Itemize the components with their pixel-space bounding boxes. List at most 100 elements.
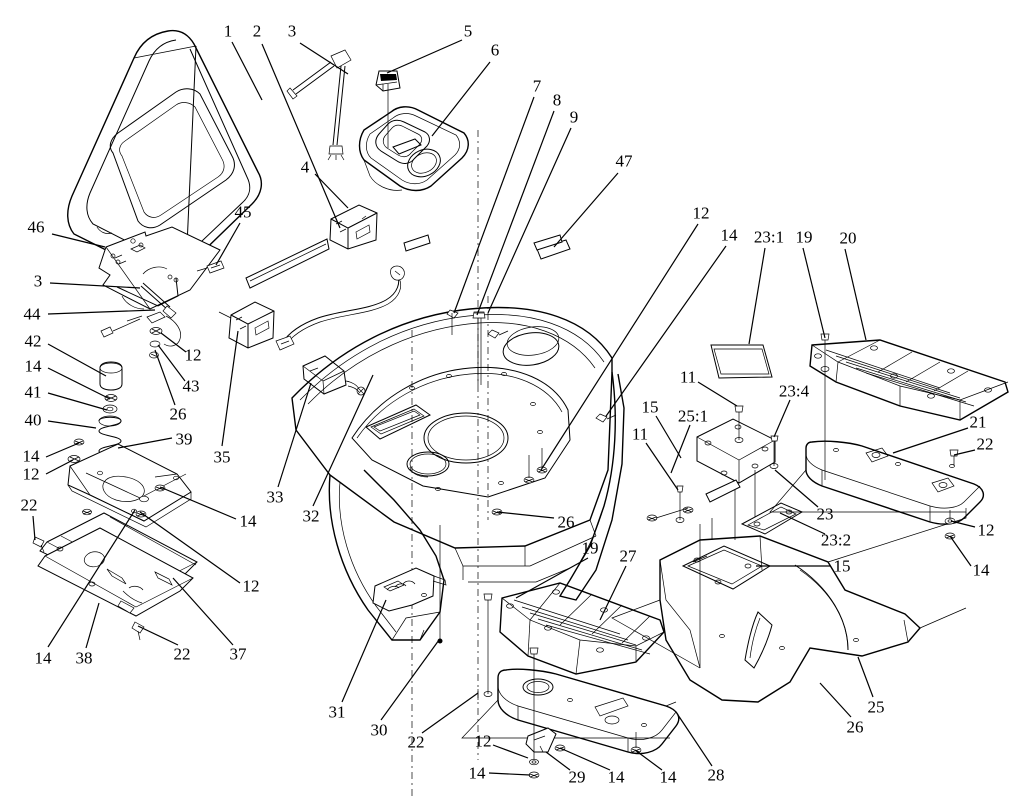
callout-7[interactable]: 7 xyxy=(532,76,542,96)
callout-23-1[interactable]: 23:1 xyxy=(753,227,785,247)
leader-line-5 xyxy=(386,39,463,74)
callout-28[interactable]: 28 xyxy=(707,765,725,785)
callout-12[interactable]: 12 xyxy=(184,345,202,365)
callout-12[interactable]: 12 xyxy=(977,520,995,540)
callout-20[interactable]: 20 xyxy=(839,228,857,248)
callout-14[interactable]: 14 xyxy=(607,767,625,787)
callout-22[interactable]: 22 xyxy=(20,495,38,515)
callout-14[interactable]: 14 xyxy=(468,763,486,783)
callout-23[interactable]: 23 xyxy=(816,504,834,524)
callout-32[interactable]: 32 xyxy=(302,506,320,526)
callout-25-1[interactable]: 25:1 xyxy=(677,406,709,426)
callout-33[interactable]: 33 xyxy=(266,487,284,507)
leader-line-12 xyxy=(45,459,74,475)
callout-42[interactable]: 42 xyxy=(24,331,42,351)
callout-8[interactable]: 8 xyxy=(552,90,562,110)
leader-line-12 xyxy=(950,520,976,528)
part-decal-12strip xyxy=(533,234,563,251)
callout-12[interactable]: 12 xyxy=(692,203,710,223)
callout-46[interactable]: 46 xyxy=(27,217,45,237)
callout-31[interactable]: 31 xyxy=(328,702,346,722)
callout-6[interactable]: 6 xyxy=(490,40,500,60)
callout-23-2[interactable]: 23:2 xyxy=(820,530,852,550)
callout-11[interactable]: 11 xyxy=(631,424,649,444)
leader-line-35 xyxy=(221,330,239,447)
callout-40[interactable]: 40 xyxy=(24,410,42,430)
callout-14[interactable]: 14 xyxy=(239,511,257,531)
callout-22[interactable]: 22 xyxy=(173,644,191,664)
part-shroud-decal-25-1 xyxy=(699,479,741,540)
leader-line-47 xyxy=(553,172,619,248)
callout-23-4[interactable]: 23:4 xyxy=(778,381,810,401)
callout-22[interactable]: 22 xyxy=(407,732,425,752)
leader-line-45 xyxy=(215,222,241,266)
callout-25[interactable]: 25 xyxy=(867,697,885,717)
callout-14[interactable]: 14 xyxy=(720,225,738,245)
callout-37[interactable]: 37 xyxy=(229,644,247,664)
part-wire-harness-32 xyxy=(275,265,405,351)
callout-4[interactable]: 4 xyxy=(300,157,310,177)
leader-line-22 xyxy=(953,449,976,456)
callout-47[interactable]: 47 xyxy=(615,151,633,171)
leader-line-37 xyxy=(172,577,234,646)
callout-26[interactable]: 26 xyxy=(169,404,187,424)
callout-14[interactable]: 14 xyxy=(659,767,677,787)
callout-9[interactable]: 9 xyxy=(569,107,579,127)
leader-line-9 xyxy=(487,127,572,314)
callout-15[interactable]: 15 xyxy=(641,397,659,417)
callout-14[interactable]: 14 xyxy=(972,560,990,580)
callout-3[interactable]: 3 xyxy=(287,21,297,41)
callout-26[interactable]: 26 xyxy=(557,512,575,532)
callout-3[interactable]: 3 xyxy=(33,271,43,291)
callout-15[interactable]: 15 xyxy=(833,556,851,576)
part-decal-small-left xyxy=(403,234,431,252)
leader-line-12 xyxy=(492,744,529,759)
part-hinge-bracket-upper-4 xyxy=(329,204,378,250)
part-switch-assembly-33 xyxy=(302,355,366,396)
callout-30[interactable]: 30 xyxy=(370,720,388,740)
callout-11[interactable]: 11 xyxy=(679,367,697,387)
callout-41[interactable]: 41 xyxy=(24,382,42,402)
callout-44[interactable]: 44 xyxy=(23,304,41,324)
callout-1[interactable]: 1 xyxy=(223,21,233,41)
callout-22[interactable]: 22 xyxy=(976,434,994,454)
leader-line-28 xyxy=(677,714,713,767)
callout-39[interactable]: 39 xyxy=(175,429,193,449)
callout-27[interactable]: 27 xyxy=(619,546,637,566)
leader-line-25 xyxy=(857,656,874,698)
leader-line-21 xyxy=(892,427,969,454)
callout-12[interactable]: 12 xyxy=(242,576,260,596)
part-screw-45 xyxy=(196,260,225,274)
part-footrest-plate-left-28 xyxy=(461,668,680,755)
leader-line-12 xyxy=(139,511,241,584)
callout-21[interactable]: 21 xyxy=(969,412,987,432)
callout-5[interactable]: 5 xyxy=(463,21,473,41)
callout-38[interactable]: 38 xyxy=(75,648,93,668)
callout-35[interactable]: 35 xyxy=(213,447,231,467)
callout-45[interactable]: 45 xyxy=(234,202,252,222)
leader-line-40 xyxy=(47,420,97,429)
callout-26[interactable]: 26 xyxy=(846,717,864,737)
leader-line-6 xyxy=(431,61,491,137)
part-fender-deck xyxy=(291,130,625,796)
callout-19[interactable]: 19 xyxy=(795,227,813,247)
callout-14[interactable]: 14 xyxy=(24,356,42,376)
callout-2[interactable]: 2 xyxy=(252,21,262,41)
leader-line-14 xyxy=(949,535,972,567)
leader-line-12 xyxy=(160,332,187,353)
leader-line-23-1 xyxy=(748,247,766,345)
callout-29[interactable]: 29 xyxy=(568,767,586,787)
callout-14[interactable]: 14 xyxy=(34,648,52,668)
callout-12[interactable]: 12 xyxy=(474,731,492,751)
part-screw-22-right xyxy=(949,449,959,466)
leader-line-27 xyxy=(599,565,627,621)
leader-line-26 xyxy=(819,682,852,718)
callout-12[interactable]: 12 xyxy=(22,464,40,484)
callout-19[interactable]: 19 xyxy=(581,538,599,558)
part-footrest-mat-left-27 xyxy=(499,582,665,675)
callout-43[interactable]: 43 xyxy=(182,376,200,396)
leader-line-14 xyxy=(488,772,531,776)
part-screw-19-right xyxy=(820,333,830,480)
leader-line-19 xyxy=(515,557,589,599)
callout-14[interactable]: 14 xyxy=(22,446,40,466)
